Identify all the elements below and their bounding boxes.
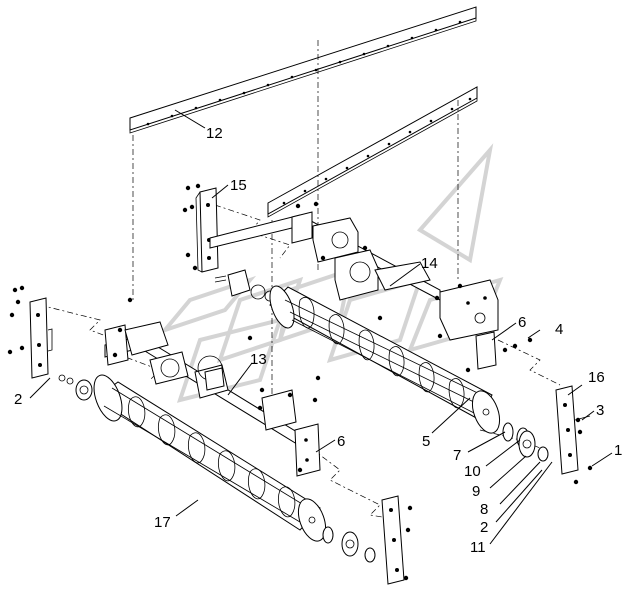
lower-right-bracket [381,495,405,585]
callout-11: 11 [470,539,486,556]
right-bearing-stack [502,422,549,462]
callout-10: 10 [464,463,481,480]
callout-12: 12 [206,125,223,142]
callout-9: 9 [472,483,480,500]
callout-17: 17 [154,514,171,531]
watermark-logo [158,143,504,403]
fasteners [7,183,593,581]
callout-8: 8 [480,501,488,518]
callout-3: 3 [596,402,604,419]
lower-frame-assembly [104,321,321,477]
callout-5: 5 [422,433,430,450]
callout-13: 13 [250,351,267,368]
left-bearing [58,374,93,401]
upper-cage-roller [269,285,501,434]
callout-1: 1 [614,442,622,459]
callout-2-right: 2 [480,519,488,536]
callout-6-upper: 6 [518,314,526,331]
lower-bearing-stack [322,526,376,563]
callout-4: 4 [555,321,563,338]
callout-7: 7 [453,447,461,464]
upper-frame-assembly [209,211,499,370]
lower-cage-roller [93,374,327,542]
callout-6-lower: 6 [337,433,345,450]
right-bracket-plate [555,385,591,475]
upper-left-bracket [195,187,219,273]
upper-flat-bar [129,6,477,134]
left-bracket-plate [29,297,53,379]
leader-lines [29,109,613,545]
callout-16: 16 [588,369,605,386]
callout-14: 14 [421,255,438,272]
callout-labels: 12 15 14 6 4 2 13 16 3 1 6 5 7 10 9 8 2 … [14,125,622,556]
callout-2-left: 2 [14,391,22,408]
lower-flat-bar [267,86,478,218]
callout-15: 15 [230,177,247,194]
